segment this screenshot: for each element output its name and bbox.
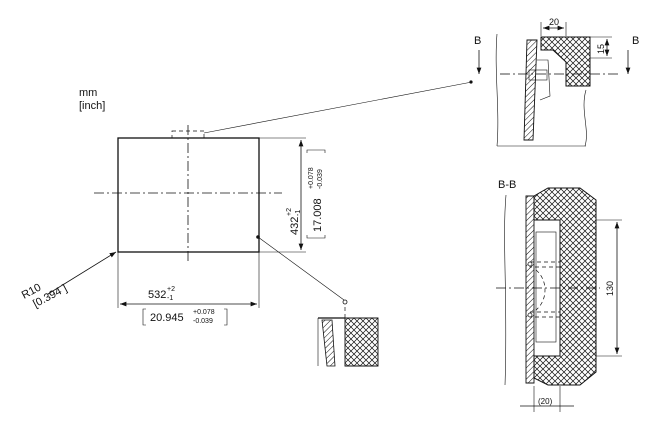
height-mm: 432 (289, 217, 301, 235)
bb-clip-bottom (529, 311, 561, 318)
top-detail-break-left (495, 33, 499, 147)
panel-cutout-view: 532 +2 -1 20.945 +0.078 -0.039 432 +2 -1… (20, 80, 473, 326)
unit-mm: mm (79, 87, 97, 99)
width-inch-bracket-right (224, 308, 228, 326)
radius-leader (47, 251, 117, 295)
width-tol-upper: +2 (167, 286, 175, 293)
corner-detail-gasket (344, 317, 379, 367)
units-label: mm [inch] (79, 87, 105, 112)
width-tol-lower: -1 (167, 295, 173, 302)
bb-gasket (533, 187, 597, 386)
dim-height-value: 130 (605, 281, 615, 296)
bb-bezel (525, 195, 535, 384)
top-detail-bezel (523, 39, 538, 141)
dim-side-value: 15 (596, 44, 606, 54)
top-notch (171, 130, 205, 139)
height-tol-lower: -1 (295, 210, 302, 216)
section-bb: B-B 130 (20) (496, 179, 622, 412)
leader-top-detail (203, 81, 473, 134)
cut-label-left: B (474, 35, 481, 47)
corner-detail-bezel (321, 319, 336, 367)
width-inch: 20.945 (150, 312, 184, 324)
bb-clip-top (529, 261, 561, 268)
section-title: B-B (498, 179, 516, 191)
top-section-detail: B B 20 15 (474, 17, 639, 147)
height-inch-tol-lower: -0.039 (317, 169, 324, 189)
dim-bottom-value: (20) (538, 397, 553, 406)
height-tol-upper: +2 (286, 208, 293, 216)
cut-label-right: B (632, 35, 639, 47)
unit-inch: [inch] (79, 100, 105, 112)
bb-screw-bottom (527, 312, 533, 318)
width-inch-bracket-left (142, 308, 146, 326)
bb-break-left (504, 194, 507, 386)
width-inch-tol-upper: +0.078 (193, 309, 215, 316)
bb-cavity (535, 231, 557, 343)
bb-clip-curve (535, 269, 546, 311)
leader-top-point (469, 80, 473, 84)
height-inch-tol-upper: +0.078 (308, 167, 315, 189)
cutout-outline (117, 137, 260, 253)
bb-screw-top (527, 261, 533, 267)
top-detail-clamp (537, 59, 551, 101)
width-inch-tol-lower: -0.039 (193, 318, 213, 325)
leader-corner-detail (257, 236, 345, 301)
height-inch-bracket-top (306, 149, 326, 153)
top-detail-break-right (583, 89, 587, 147)
dim-top-value: 20 (549, 17, 559, 27)
corner-detail (317, 299, 379, 367)
width-mm: 532 (148, 289, 166, 301)
height-inch: 17.008 (312, 198, 324, 232)
corner-detail-point (342, 299, 348, 305)
top-detail-screw (528, 69, 548, 81)
height-inch-bracket-bottom (306, 235, 326, 239)
